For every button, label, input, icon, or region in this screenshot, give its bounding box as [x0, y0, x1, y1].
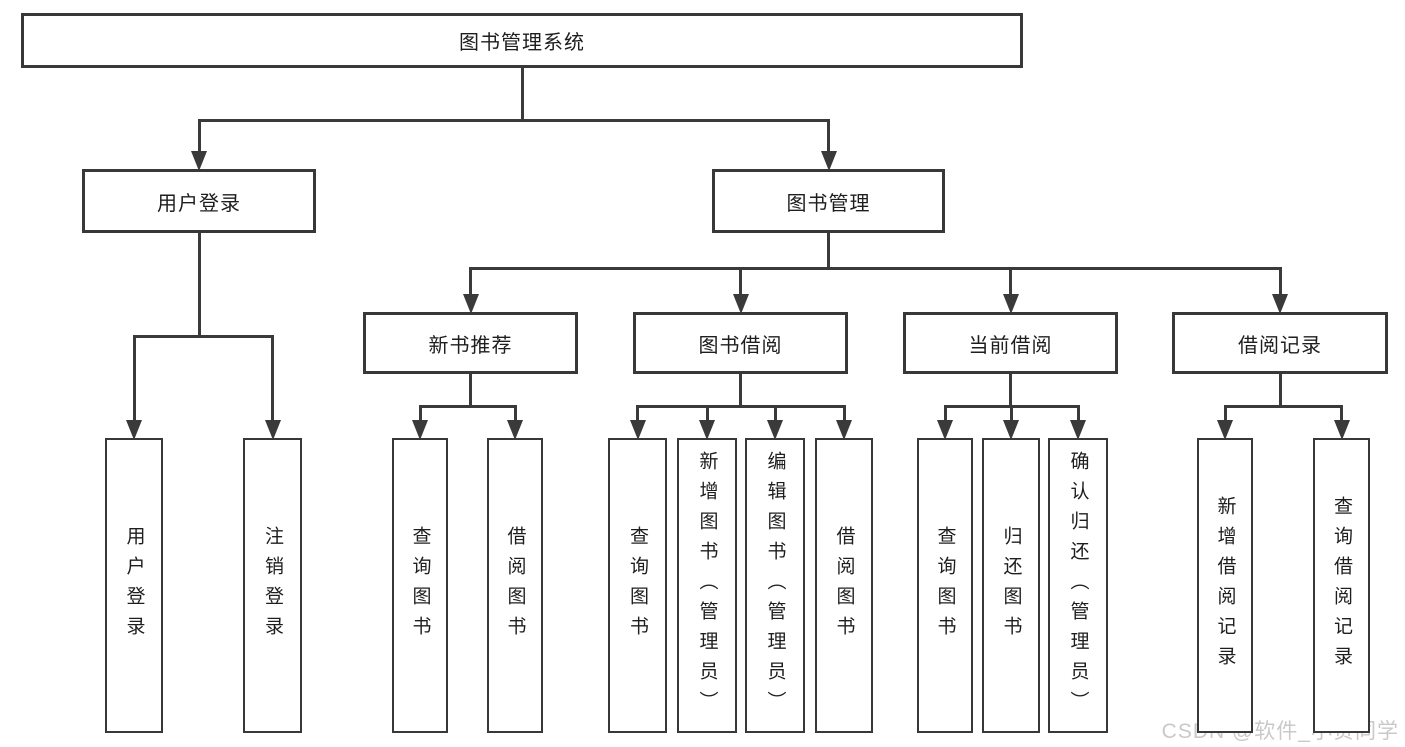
connector-line [197, 118, 830, 122]
arrow-down-icon [767, 420, 783, 440]
arrow-down-icon [629, 420, 646, 440]
connector-line [418, 404, 517, 408]
node-label-user-login: 用户登录 [157, 192, 241, 215]
arrow-down-icon [412, 420, 428, 440]
connector-line [1340, 406, 1343, 420]
connector-line [773, 406, 777, 420]
arrow-down-icon [1003, 420, 1019, 440]
node-leaf-cb-confirm: 确认归还（管理员） [1048, 438, 1108, 733]
connector-line [1278, 374, 1282, 408]
arrow-down-icon [264, 420, 281, 440]
connector-line [469, 374, 472, 408]
arrow-down-icon [1070, 420, 1086, 440]
arrow-down-icon [699, 420, 715, 440]
connector-line [1009, 374, 1012, 408]
node-label-new-book-rec: 新书推荐 [428, 334, 513, 357]
connector-line [1278, 268, 1282, 294]
node-label-leaf-cb-return: 归还图书 [1000, 525, 1022, 646]
connector-line [1009, 406, 1013, 420]
node-label-leaf-cb-confirm: 确认归还（管理员） [1067, 450, 1089, 721]
connector-line [943, 406, 947, 420]
connector-line [827, 233, 830, 270]
node-current-borrow: 当前借阅 [903, 312, 1118, 374]
node-label-leaf-user-login: 用户登录 [123, 525, 145, 646]
connector-line [197, 120, 201, 151]
connector-line [1076, 406, 1080, 420]
node-label-book-borrow: 图书借阅 [698, 334, 783, 357]
connector-line [469, 268, 472, 294]
node-label-leaf-bb-add: 新增图书（管理员） [696, 450, 718, 721]
arrow-down-icon [937, 420, 953, 440]
node-root: 图书管理系统 [21, 13, 1023, 68]
connector-line [739, 374, 742, 408]
arrow-down-icon [507, 420, 523, 440]
arrow-down-icon [126, 420, 142, 440]
node-label-borrow-records: 借阅记录 [1238, 334, 1322, 357]
node-user-login: 用户登录 [82, 169, 316, 233]
connector-line [705, 406, 709, 420]
node-label-leaf-br-query: 查询借阅记录 [1331, 495, 1352, 676]
connector-line [132, 334, 274, 338]
arrow-down-icon [462, 294, 479, 314]
node-leaf-logout: 注销登录 [243, 438, 302, 733]
node-label-leaf-bb-query: 查询图书 [627, 525, 648, 646]
node-label-leaf-bb-borrow: 借阅图书 [833, 525, 855, 646]
node-leaf-bb-add: 新增图书（管理员） [677, 438, 737, 733]
node-leaf-br-query: 查询借阅记录 [1313, 438, 1370, 733]
node-label-current-borrow: 当前借阅 [968, 334, 1053, 357]
arrow-down-icon [732, 294, 749, 314]
node-leaf-bb-borrow: 借阅图书 [815, 438, 873, 733]
node-leaf-cb-return: 归还图书 [982, 438, 1040, 733]
arrow-down-icon [820, 151, 837, 171]
connector-line [271, 336, 274, 420]
node-leaf-user-login: 用户登录 [105, 438, 163, 733]
node-label-leaf-logout: 注销登录 [262, 525, 283, 646]
node-label-root: 图书管理系统 [459, 32, 585, 54]
connector-line [132, 336, 136, 420]
node-book-mgmt: 图书管理 [712, 169, 945, 233]
connector-line [418, 406, 422, 420]
arrow-down-icon [191, 151, 207, 171]
node-label-leaf-bb-edit: 编辑图书（管理员） [764, 450, 786, 721]
node-label-book-mgmt: 图书管理 [786, 192, 871, 215]
connector-line [636, 406, 639, 420]
node-label-leaf-nbr-query: 查询图书 [409, 525, 431, 646]
node-label-leaf-cb-query: 查询图书 [934, 525, 956, 646]
arrow-down-icon [1272, 294, 1288, 314]
node-leaf-br-add: 新增借阅记录 [1197, 438, 1253, 733]
node-leaf-nbr-query: 查询图书 [392, 438, 448, 733]
connector-line [842, 406, 846, 420]
node-label-leaf-br-add: 新增借阅记录 [1214, 495, 1236, 676]
connector-line [827, 120, 830, 151]
node-borrow-records: 借阅记录 [1172, 312, 1388, 374]
connector-line [636, 404, 846, 408]
arrow-down-icon [1217, 420, 1233, 440]
node-new-book-rec: 新书推荐 [363, 312, 578, 374]
node-leaf-bb-edit: 编辑图书（管理员） [745, 438, 805, 733]
connector-line [513, 406, 517, 420]
node-book-borrow: 图书借阅 [633, 312, 848, 374]
connector-line [197, 233, 201, 338]
connector-line [1009, 268, 1012, 294]
connector-line [520, 68, 524, 122]
node-leaf-nbr-borrow: 借阅图书 [487, 438, 543, 733]
arrow-down-icon [1333, 420, 1350, 440]
node-leaf-bb-query: 查询图书 [608, 438, 667, 733]
connector-line [469, 266, 1282, 270]
node-leaf-cb-query: 查询图书 [917, 438, 973, 733]
node-label-leaf-nbr-borrow: 借阅图书 [504, 525, 526, 646]
connector-line [739, 268, 742, 294]
connector-line [1223, 406, 1227, 420]
connector-line [1223, 404, 1343, 408]
arrow-down-icon [1002, 294, 1019, 314]
arrow-down-icon [836, 420, 852, 440]
